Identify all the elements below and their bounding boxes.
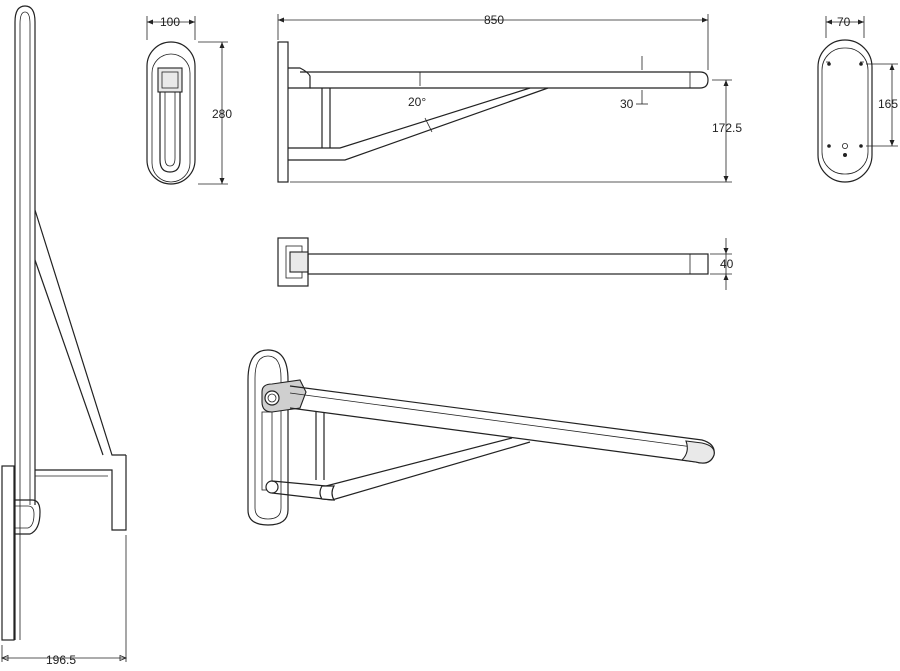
plan-view [277,237,732,290]
dim-length: 850 [484,13,504,27]
side-view-folded [0,5,128,662]
elevation-view [277,14,732,183]
dim-plate-width: 70 [837,15,851,29]
dim-side-depth: 196.5 [46,653,76,666]
dim-offset: 30 [620,97,634,111]
wall-plate-view [817,16,898,183]
dim-rail-thickness: 40 [720,257,734,271]
dim-plate-hole-spacing: 165 [878,97,898,111]
front-view [146,16,228,185]
dim-angle: 20° [408,95,426,109]
dim-height: 172.5 [712,121,742,135]
dim-front-height: 280 [212,107,232,121]
isometric-view [247,349,715,526]
dim-front-width: 100 [160,15,180,29]
